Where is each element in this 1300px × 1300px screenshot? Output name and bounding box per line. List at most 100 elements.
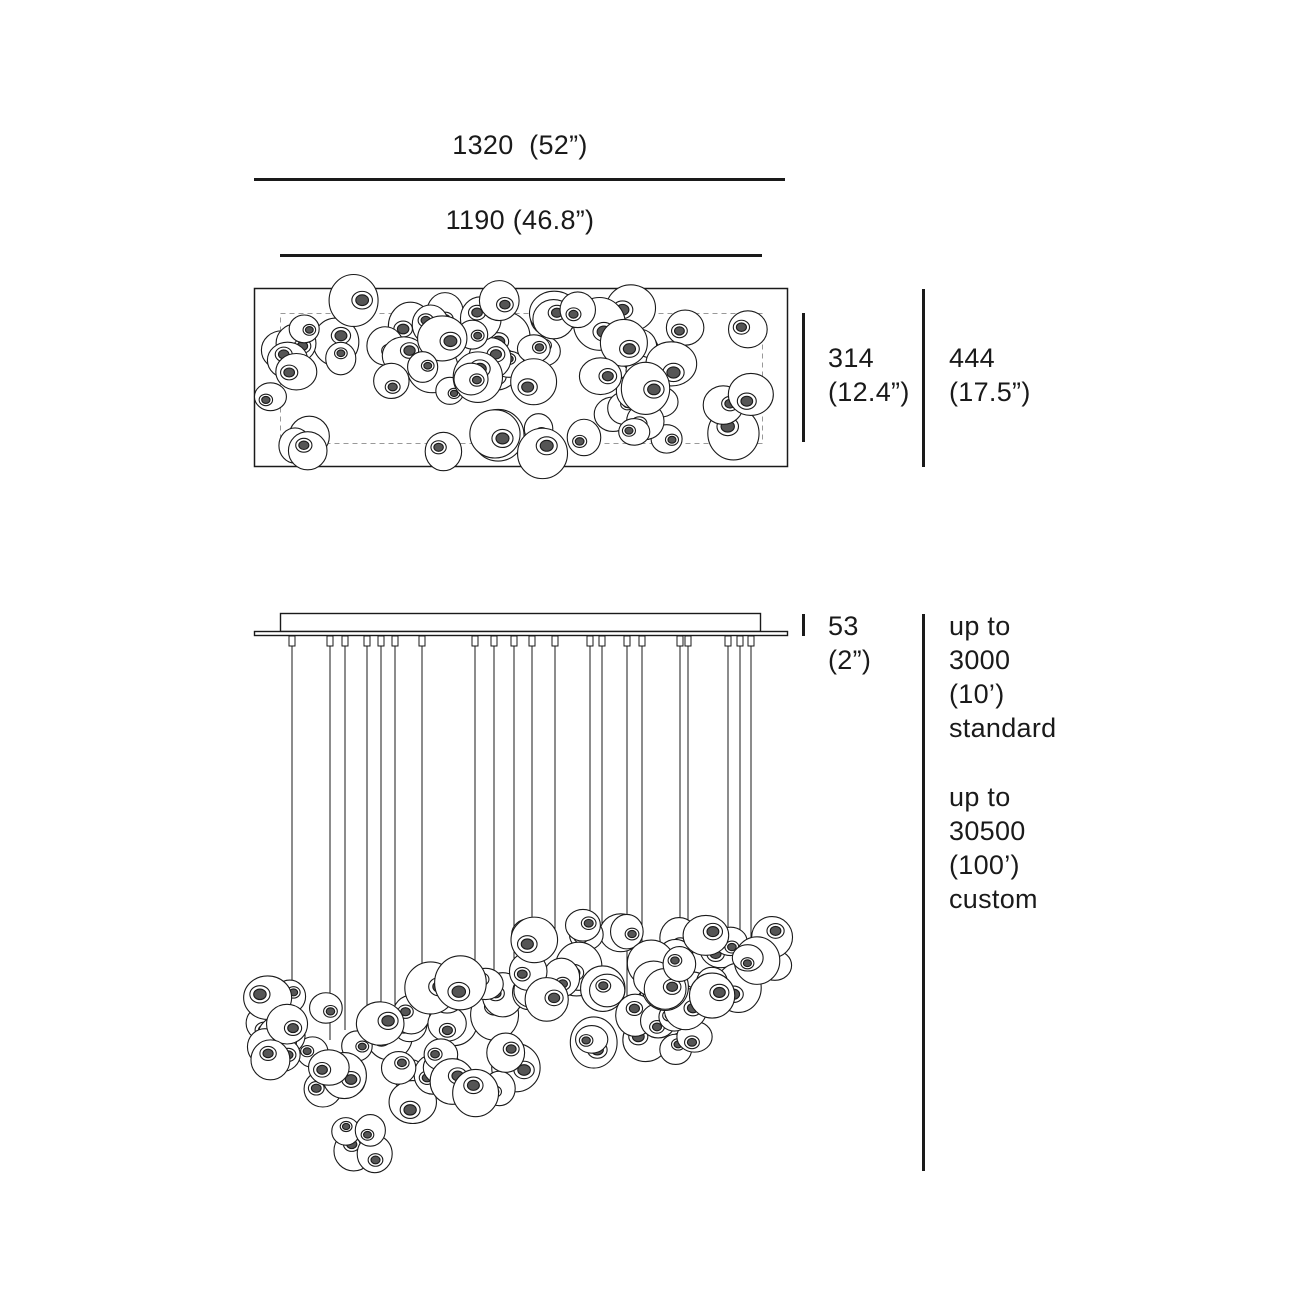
overall-width-imperial: (52”) xyxy=(529,130,588,160)
globe-bulb xyxy=(499,299,511,310)
globe-bulb xyxy=(449,389,459,398)
globe-bulb xyxy=(539,439,554,452)
glass-globe xyxy=(618,418,651,446)
cable-connector xyxy=(623,635,631,647)
cable-connector xyxy=(510,635,518,647)
globe-bulb xyxy=(740,395,754,407)
glass-globe xyxy=(380,1051,417,1085)
globe-bulb xyxy=(505,1044,517,1054)
canopy-height-imperial: (2”) xyxy=(828,645,872,675)
drop-custom-label: up to 30500 (100’) custom xyxy=(949,780,1038,916)
glass-globe xyxy=(486,1032,526,1073)
cable-connector xyxy=(363,635,371,647)
glass-globe xyxy=(620,361,671,415)
outer-depth-imperial: (17.5”) xyxy=(949,377,1031,407)
glass-globe xyxy=(599,318,648,367)
glass-globe xyxy=(309,992,343,1024)
globe-bulb xyxy=(581,1036,591,1045)
overall-width-line xyxy=(254,178,785,181)
glass-globe xyxy=(682,914,730,956)
globe-bulb xyxy=(624,426,634,435)
globe-bulb xyxy=(430,1049,440,1059)
cable-connector xyxy=(551,635,559,647)
glass-globe xyxy=(355,1001,405,1046)
glass-globe xyxy=(325,341,357,376)
globe-bulb xyxy=(387,382,398,392)
pendant-cables xyxy=(288,635,755,1050)
globe-bulb xyxy=(316,1064,328,1075)
cable-connector xyxy=(724,635,732,647)
drop-standard-label: up to 3000 (10’) standard xyxy=(949,609,1056,745)
glass-globe xyxy=(265,1003,309,1045)
globe-bulb xyxy=(712,986,726,998)
glass-globe xyxy=(564,908,601,942)
globe-bulb xyxy=(441,1025,453,1036)
inner-depth-line xyxy=(802,313,805,442)
globe-bulb xyxy=(742,959,752,968)
globe-bulb xyxy=(670,956,680,965)
globe-bulb xyxy=(517,1064,531,1076)
globe-bulb xyxy=(298,440,310,451)
glass-globe xyxy=(307,1049,350,1086)
globe-bulb xyxy=(304,326,314,334)
globe-bulb xyxy=(381,1015,395,1027)
outer-depth-line xyxy=(922,289,925,467)
outer-depth-value: 444 xyxy=(949,343,995,373)
drop-custom-value: 30500 xyxy=(949,816,1026,846)
cable-connector xyxy=(684,635,692,647)
cable-connector xyxy=(341,635,349,647)
drop-standard-prefix: up to xyxy=(949,611,1011,641)
globe-bulb xyxy=(667,435,677,444)
globe-bulb xyxy=(735,322,747,333)
cable-connector xyxy=(598,635,606,647)
glass-globe xyxy=(417,315,468,362)
drop-custom-imperial: (100’) xyxy=(949,850,1020,880)
globe-bulb xyxy=(568,309,579,319)
globe-bulb xyxy=(473,331,483,340)
glass-globe xyxy=(566,418,602,457)
glass-globe xyxy=(328,273,379,327)
overall-width-label: 1320 (52”) xyxy=(400,128,640,162)
inner-depth-label: 314 (12.4”) xyxy=(828,341,910,409)
glass-globe xyxy=(517,427,569,480)
outer-depth-label: 444 (17.5”) xyxy=(949,341,1031,409)
glass-globe xyxy=(250,1039,291,1081)
drop-standard-note: standard xyxy=(949,713,1057,743)
cable-connector xyxy=(288,635,296,647)
globe-bulb xyxy=(666,981,679,992)
globe-bulb xyxy=(262,1048,274,1059)
glass-globe xyxy=(434,955,487,1011)
elevation-globes xyxy=(243,908,794,1174)
glass-globe xyxy=(578,357,623,396)
globe-bulb xyxy=(370,1155,381,1165)
glass-globe xyxy=(275,352,318,391)
globe-bulb xyxy=(302,1047,312,1056)
cable-connector xyxy=(418,635,426,647)
glass-globe xyxy=(452,1068,500,1118)
cable-connector xyxy=(747,635,755,647)
globe-bulb xyxy=(287,1023,299,1034)
globe-bulb xyxy=(403,1104,417,1116)
glass-globe xyxy=(407,351,439,383)
globe-bulb xyxy=(534,343,545,352)
globe-bulb xyxy=(674,326,685,336)
globe-bulb xyxy=(651,1022,663,1032)
globe-bulb xyxy=(433,442,444,452)
glass-globe xyxy=(373,362,410,400)
globe-bulb xyxy=(396,323,410,335)
cable-connector xyxy=(676,635,684,647)
canopy-width-value: 1190 xyxy=(445,205,505,235)
cable-connector xyxy=(377,635,385,647)
drop-custom-prefix: up to xyxy=(949,782,1011,812)
glass-globe xyxy=(424,431,463,472)
globe-bulb xyxy=(471,307,483,318)
cable-connector xyxy=(490,635,498,647)
cable-connector xyxy=(471,635,479,647)
canopy-width-label: 1190 (46.8”) xyxy=(400,203,640,237)
globe-bulb xyxy=(686,1037,698,1047)
globe-bulb xyxy=(547,992,561,1004)
cable-connector xyxy=(391,635,399,647)
